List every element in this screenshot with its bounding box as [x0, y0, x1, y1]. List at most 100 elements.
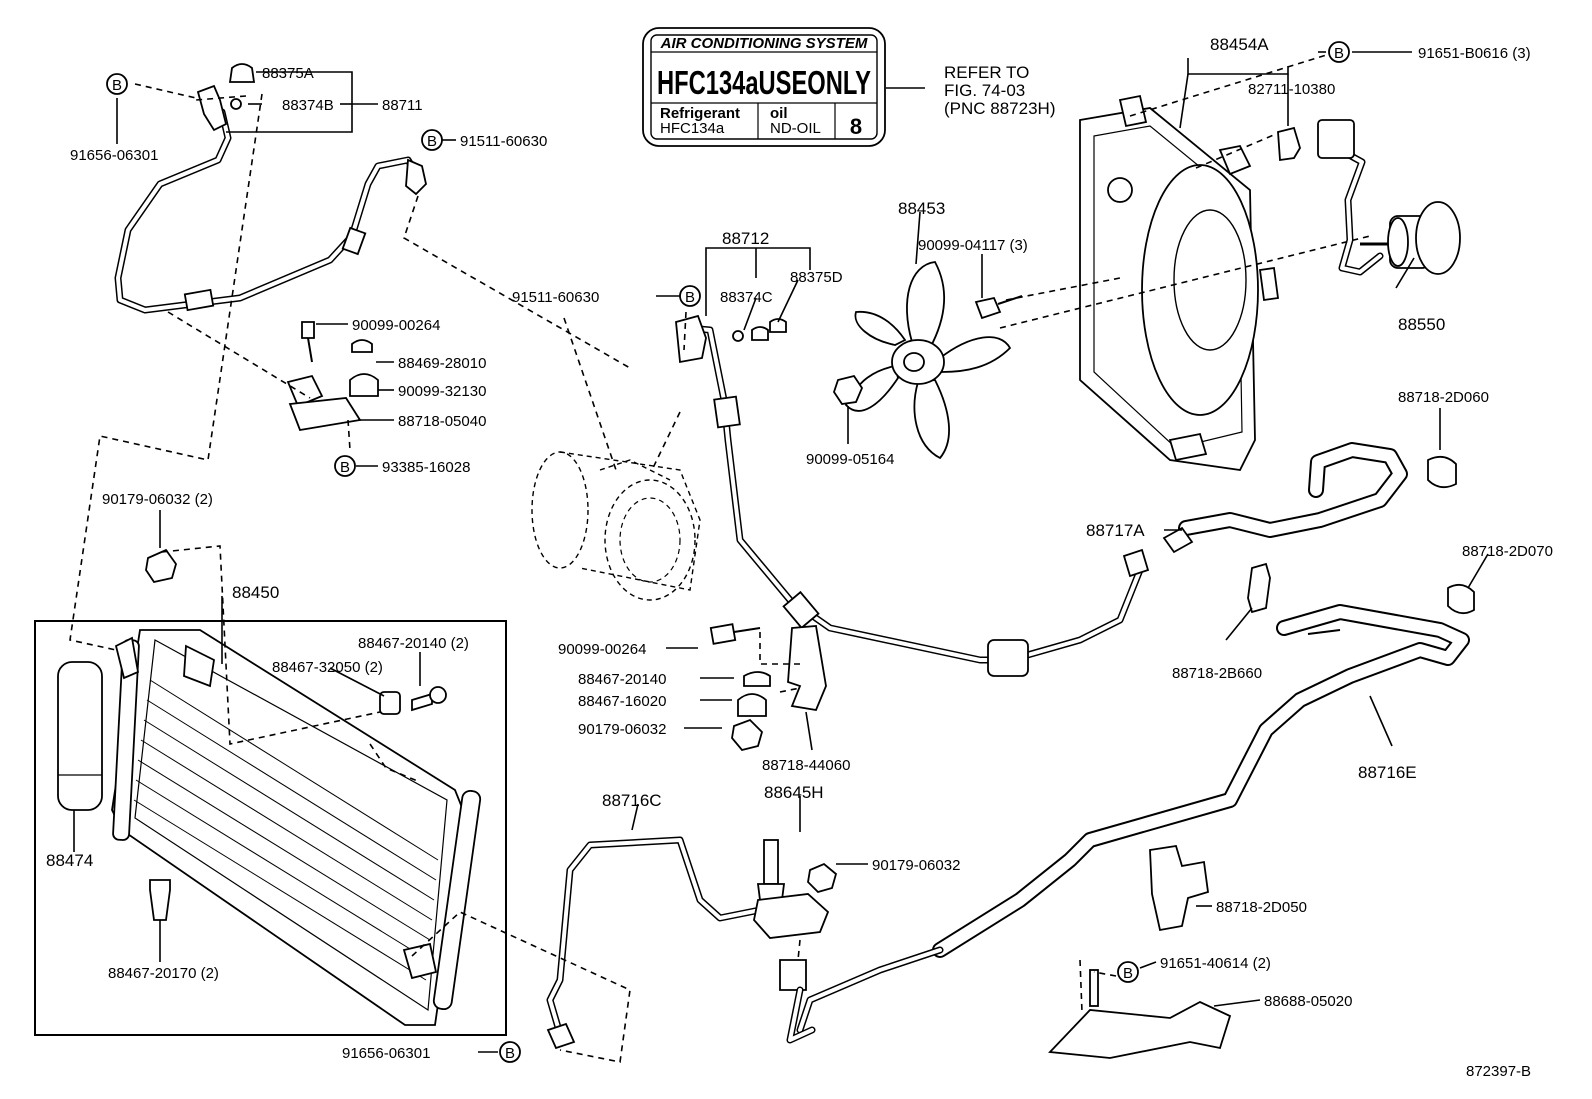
plate-header: AIR CONDITIONING SYSTEM	[660, 35, 868, 52]
plate-oil-number: 8	[850, 114, 862, 139]
bracket-88718-05040	[286, 321, 379, 432]
b-marker: B	[1117, 961, 1139, 983]
plate-main-text: HFC134aUSEONLY	[657, 64, 871, 101]
refer-note-line-3: (PNC 88723H)	[944, 99, 1056, 118]
callout-88467-20170-2: 88467-20170 (2)	[108, 965, 219, 982]
cap-88375D	[769, 318, 787, 333]
callout-91651-40614-2: 91651-40614 (2)	[1160, 955, 1271, 972]
svg-text:B: B	[505, 1045, 515, 1062]
callout-91651-B0616-3: 91651-B0616 (3)	[1418, 45, 1531, 62]
callout-91656-06301-bot: 91656-06301	[342, 1045, 430, 1062]
figure-code: 872397-B	[1466, 1063, 1531, 1080]
refer-note: REFER TO FIG. 74-03 (PNC 88723H)	[944, 63, 1056, 118]
svg-text:B: B	[427, 133, 437, 150]
callout-90179-06032-2: 90179-06032 (2)	[102, 491, 213, 508]
callout-88718-2D060: 88718-2D060	[1398, 389, 1489, 406]
b-markers: B B B B B B B	[106, 41, 1350, 1063]
callout-82711-10380: 82711-10380	[1248, 81, 1335, 98]
callout-88645H: 88645H	[764, 783, 824, 802]
bolt-88467-20170	[149, 879, 171, 921]
b-marker: B	[1328, 41, 1350, 63]
callout-88467-20140: 88467-20140	[578, 671, 666, 688]
fan-motor-88550	[1317, 119, 1461, 276]
callout-91511-60630-top: 91511-60630	[460, 133, 547, 150]
callout-88550: 88550	[1398, 315, 1445, 334]
callout-88375D: 88375D	[790, 269, 843, 286]
callout-90099-32130: 90099-32130	[398, 383, 486, 400]
callout-88718-2B660: 88718-2B660	[1172, 665, 1262, 682]
cushion-88467-32050	[379, 691, 401, 715]
hose-88717A	[1162, 442, 1408, 554]
nut-90179-06032-2	[145, 548, 177, 584]
fan-88453	[844, 261, 1012, 460]
callout-90099-00264-mid: 90099-00264	[558, 641, 646, 658]
callout-88467-20140-2: 88467-20140 (2)	[358, 635, 469, 652]
b-marker: B	[499, 1041, 521, 1063]
callout-88469-28010: 88469-28010	[398, 355, 486, 372]
callout-88374B: 88374B	[282, 97, 334, 114]
b-marker: B	[106, 73, 128, 95]
callout-88453: 88453	[898, 199, 945, 218]
b-marker: B	[679, 285, 701, 307]
callout-91656-06301-top: 91656-06301	[70, 147, 158, 164]
callout-88712: 88712	[722, 229, 769, 248]
liquid-tube-88716C	[546, 836, 764, 1050]
svg-text:B: B	[340, 459, 350, 476]
svg-text:B: B	[685, 289, 695, 306]
clip-82711-10380	[1277, 126, 1301, 162]
part-callouts: 88375A 88374B 88711 91656-06301 91511-60…	[46, 35, 1553, 1080]
callout-88450: 88450	[232, 583, 279, 602]
callout-88688-05020: 88688-05020	[1264, 993, 1352, 1010]
refer-note-line-1: REFER TO	[944, 63, 1029, 82]
plate-refrigerant-value: HFC134a	[660, 120, 725, 137]
callout-93385-16028: 93385-16028	[382, 459, 470, 476]
callout-91511-60630-mid: 91511-60630	[512, 289, 599, 306]
callout-88716E: 88716E	[1358, 763, 1417, 782]
nut-90179-06032-r	[807, 862, 838, 894]
condenser-88450	[111, 629, 482, 1026]
callout-88717A: 88717A	[1086, 521, 1145, 540]
cap-88375A	[228, 63, 256, 83]
bracket-88688-05020	[1048, 969, 1232, 1059]
svg-text:B: B	[1334, 45, 1344, 62]
dashed-guides	[69, 51, 1371, 1063]
plate-oil-label: oil	[770, 105, 788, 122]
b-marker: B	[334, 455, 356, 477]
callout-88474: 88474	[46, 851, 93, 870]
suction-tube-88712	[675, 314, 1150, 677]
callout-90179-06032-r: 90179-06032	[872, 857, 960, 874]
plate-oil-value: ND-OIL	[770, 120, 821, 137]
bracket-88718-44060	[709, 623, 827, 752]
hose-88716E	[796, 604, 1470, 1034]
callout-90099-05164: 90099-05164	[806, 451, 894, 468]
leader-lines	[73, 51, 1489, 1053]
grommet-88718-2D060	[1427, 455, 1457, 489]
refrigerant-label-plate: AIR CONDITIONING SYSTEM HFC134aUSEONLY R…	[642, 27, 886, 147]
fan-shroud-88454A	[1079, 94, 1280, 471]
grommet-88718-2D070	[1447, 583, 1475, 615]
valve-core-88374B	[230, 98, 242, 110]
pressure-switch-88645H	[753, 839, 830, 1044]
b-marker: B	[421, 129, 443, 151]
valve-core-88374C	[732, 330, 744, 342]
receiver-dryer-88474	[57, 661, 103, 811]
callout-90099-00264-top: 90099-00264	[352, 317, 440, 334]
svg-text:B: B	[112, 77, 122, 94]
callout-90099-04117-3: 90099-04117 (3)	[918, 237, 1028, 254]
callout-88454A: 88454A	[1210, 35, 1269, 54]
callout-90179-06032: 90179-06032	[578, 721, 666, 738]
callout-88711: 88711	[382, 97, 423, 114]
svg-text:B: B	[1123, 965, 1133, 982]
callout-88718-44060: 88718-44060	[762, 757, 850, 774]
bracket-88718-2D050	[1149, 844, 1209, 932]
callout-88467-32050-2: 88467-32050 (2)	[272, 659, 383, 676]
callout-88374C: 88374C	[720, 289, 773, 306]
nut-90099-05164	[833, 374, 864, 405]
callout-88716C: 88716C	[602, 791, 662, 810]
screw-90099-04117	[974, 296, 1002, 320]
callout-88467-16020: 88467-16020	[578, 693, 666, 710]
callout-88718-2D050: 88718-2D050	[1216, 899, 1307, 916]
condenser-group-box	[34, 620, 507, 1036]
plate-refrigerant-label: Refrigerant	[660, 105, 740, 122]
